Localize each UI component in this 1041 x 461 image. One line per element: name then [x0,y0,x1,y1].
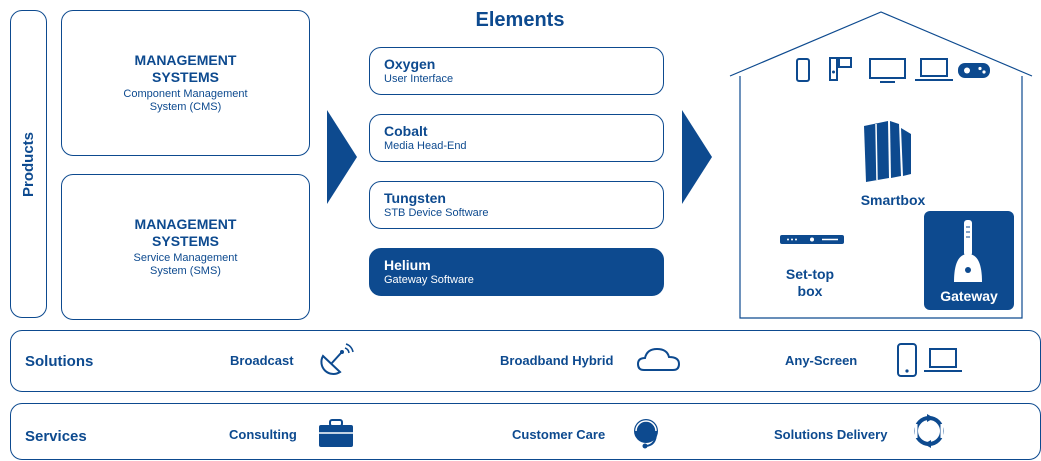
solution-anyscreen-label: Any-Screen [785,353,858,368]
sms-subtitle-line2: System (SMS) [150,265,221,277]
tv-icon [869,58,906,83]
sms-subtitle-line1: Service Management [133,252,238,264]
solution-broadcast-label: Broadcast [230,353,294,368]
cms-subtitle-line1: Component Management [123,88,248,100]
smartbox-icon [864,121,911,182]
element-name: Oxygen [384,56,436,72]
set-top-box-icon [780,235,844,244]
cms-box: MANAGEMENT SYSTEMS Component Management … [61,10,310,156]
gamepad-icon [958,63,990,78]
home-diagram [729,11,1033,319]
element-desc: Gateway Software [384,274,474,286]
phone-laptop-icon [897,343,962,377]
cms-subtitle-line2: System (CMS) [149,101,222,113]
settop-label-line2: box [797,283,823,299]
cms-title-line1: MANAGEMENT [134,52,237,68]
services-row [10,403,1041,460]
element-tungsten: Tungsten STB Device Software [369,181,664,229]
element-oxygen: Oxygen User Interface [369,47,664,95]
element-helium: Helium Gateway Software [369,248,664,296]
camera-icon [829,57,852,81]
element-desc: STB Device Software [384,207,489,219]
cloud-icon [636,347,681,371]
laptop-icon [915,58,953,81]
smartphone-icon [796,58,810,82]
smartbox-label: Smartbox [860,192,926,208]
element-desc: Media Head-End [384,140,467,152]
sms-title-line2: SYSTEMS [152,233,219,249]
element-name: Cobalt [384,123,428,139]
solutions-row [10,330,1041,392]
service-customercare-label: Customer Care [512,427,606,442]
service-delivery-label: Solutions Delivery [774,427,888,442]
services-title: Services [25,428,87,445]
solution-broadband-label: Broadband Hybrid [500,353,614,368]
chevron-right-icon [682,110,712,204]
products-label: Products [20,131,38,197]
house-outline [729,11,1033,77]
satellite-dish-icon [320,343,354,375]
sms-box: MANAGEMENT SYSTEMS Service Management Sy… [61,174,310,320]
element-name: Tungsten [384,190,446,206]
elements-title: Elements [475,9,565,31]
gateway-icon [954,220,982,282]
chevron-right-icon [327,110,357,204]
products-label-container: Products [10,10,47,318]
sms-title-line1: MANAGEMENT [134,216,237,232]
service-consulting-label: Consulting [229,427,297,442]
gateway-label: Gateway [940,288,998,304]
cms-title-line2: SYSTEMS [152,69,219,85]
element-cobalt: Cobalt Media Head-End [369,114,664,162]
settop-label-line1: Set-top [785,266,835,282]
cycle-arrows-icon [914,414,944,448]
element-name: Helium [384,257,431,273]
headset-icon [634,419,658,449]
products-sidebar [10,10,47,318]
briefcase-icon [319,419,353,447]
element-desc: User Interface [384,73,454,85]
solutions-title: Solutions [25,353,94,370]
